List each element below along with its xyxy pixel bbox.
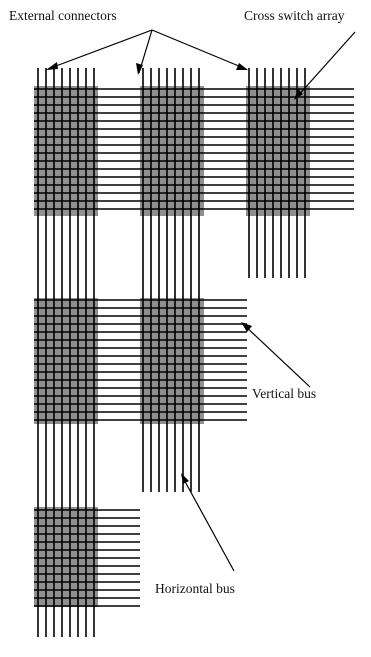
vertical-bus-middle (142, 68, 200, 492)
horizontal-bus-label: Horizontal bus (155, 581, 235, 596)
cross-switch-array-pointer (294, 31, 356, 100)
horizontal-bus-pointer (181, 473, 235, 572)
switch-block-top-middle (140, 86, 247, 216)
array-arrowhead (294, 89, 303, 100)
external-connectors-pointers (46, 29, 248, 75)
horizontal-bus-arrowhead (181, 473, 189, 484)
switch-block-top-left (34, 86, 140, 216)
connector-arrowhead-left (46, 62, 58, 70)
connector-pointer-left (47, 29, 153, 70)
vertical-bus-left (37, 68, 95, 637)
horizontal-bus-pointer-line (181, 475, 235, 572)
switch-block-middle-middle (140, 298, 247, 424)
cross-switch-array (34, 507, 98, 607)
switch-blocks (34, 68, 354, 637)
switch-block-middle-left (34, 298, 140, 424)
cross-switch-array (34, 86, 98, 216)
cross-switch-array (34, 298, 98, 424)
cross-switch-array-label: Cross switch array (244, 8, 345, 23)
vertical-bus-pointer-line (242, 323, 311, 388)
vertical-bus-pointer (241, 322, 311, 388)
vertical-bus-right (248, 68, 306, 278)
array-pointer-line (295, 31, 356, 99)
switch-block-bottom-left (34, 507, 140, 607)
vertical-bus-label: Vertical bus (252, 386, 316, 401)
vertical-bus-arrowhead (241, 322, 252, 332)
connector-arrowhead-middle (136, 63, 143, 75)
switch-block-top-right (246, 86, 354, 216)
external-connectors-label: External connectors (9, 8, 117, 23)
cross-switch-array (140, 298, 204, 424)
connector-arrowhead-right (236, 63, 248, 70)
connector-pointer-right (151, 29, 247, 70)
